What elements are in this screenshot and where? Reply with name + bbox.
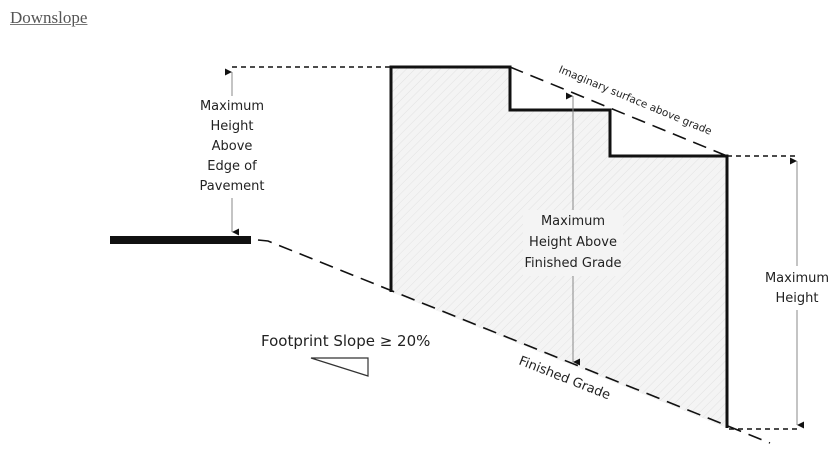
label-line: Finished Grade (524, 256, 621, 271)
label-line: Height Above (529, 235, 617, 250)
footprint-slope-label: Footprint Slope ≥ 20% (261, 332, 430, 350)
label-line: Height (211, 119, 254, 134)
building-outline (389, 65, 729, 428)
label-line: Maximum (541, 214, 605, 229)
max-height-label: Maximum Height (765, 271, 829, 306)
edge-pavement-label: Maximum Height Above Edge of Pavement (200, 99, 265, 194)
label-line: Maximum (765, 271, 829, 286)
label-line: Height (776, 291, 819, 306)
label-line: Above (212, 139, 253, 154)
label-line: Pavement (200, 179, 265, 194)
finished-grade-height-label: Maximum Height Above Finished Grade (524, 214, 621, 271)
diagram-title: Downslope (10, 8, 88, 27)
imaginary-surface-line (509, 66, 728, 157)
pavement-edge (110, 236, 251, 244)
slope-triangle-icon (310, 357, 369, 377)
finished-grade-line (257, 239, 771, 444)
label-line: Maximum (200, 99, 264, 114)
label-line: Edge of (207, 159, 257, 174)
